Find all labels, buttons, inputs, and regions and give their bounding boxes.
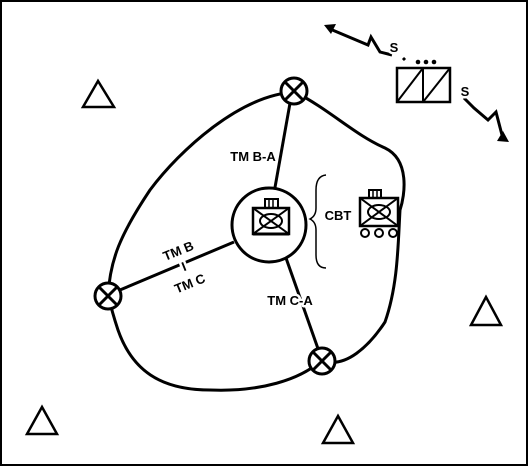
contact-point-icon	[279, 76, 309, 106]
observation-post-icon	[468, 294, 504, 327]
battle-position-boundary	[106, 90, 406, 392]
command-post-icon	[251, 198, 291, 236]
cbt-bracket	[308, 174, 327, 269]
screen-label-s2: S	[461, 84, 470, 99]
boundary-line-bc	[107, 240, 235, 297]
scout-unit-icon	[395, 66, 452, 104]
observation-post-icon	[80, 78, 117, 109]
zigzag-icon	[462, 96, 504, 136]
cbt-label: CBT	[325, 208, 352, 223]
arrow-head-icon	[497, 131, 509, 142]
observation-post-icon	[24, 404, 60, 436]
boundary-label-ca: TM C-A	[267, 293, 313, 308]
screen-label-s1: S	[390, 40, 399, 55]
observation-post-icon	[320, 413, 356, 445]
combat-trains-icon	[358, 189, 400, 238]
boundary-label-ba: TM B-A	[230, 149, 276, 164]
contact-point-icon	[307, 346, 337, 376]
screen-line	[324, 24, 509, 142]
contact-point-icon	[93, 281, 123, 311]
boundary-line-ba	[272, 91, 294, 194]
boundary-line-ca	[284, 257, 324, 361]
zigzag-icon	[329, 27, 393, 57]
